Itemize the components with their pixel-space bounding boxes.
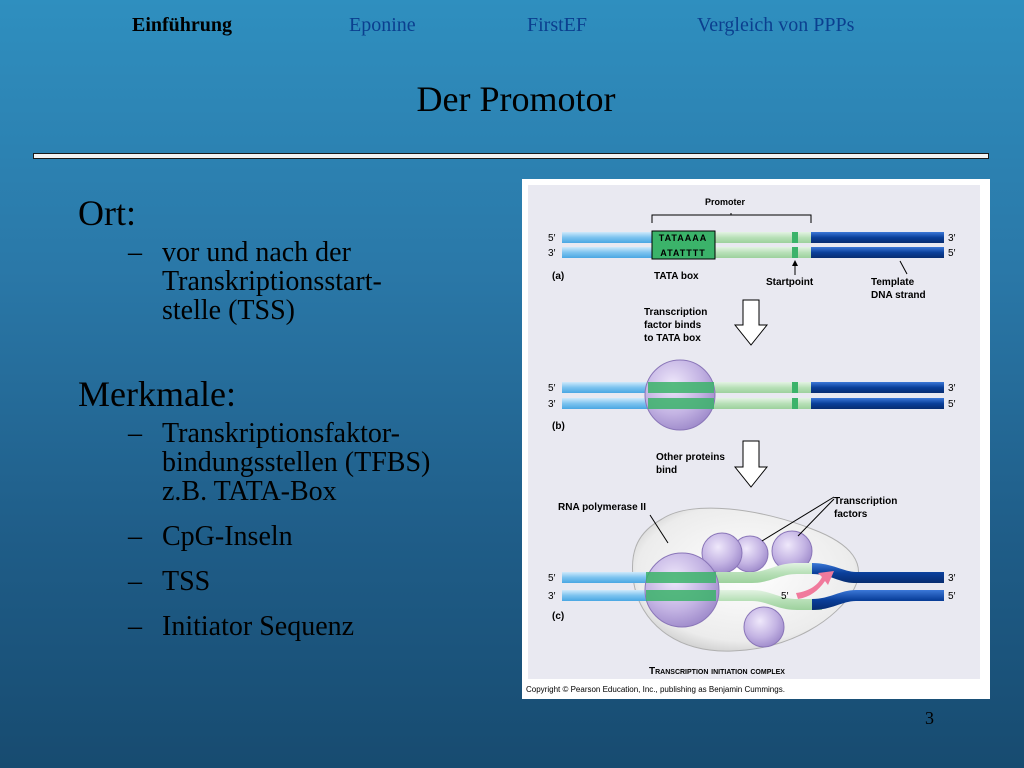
bullet-dash: – bbox=[128, 521, 142, 552]
transcription-factor-protein bbox=[743, 606, 785, 648]
nav-item-einfuehrung[interactable]: Einführung bbox=[132, 14, 233, 36]
down-arrow-icon bbox=[733, 299, 769, 346]
list-item: – Initiator Sequenz bbox=[78, 612, 518, 641]
other-proteins-line2: bind bbox=[656, 465, 677, 476]
list-item: – CpG-Inseln bbox=[78, 522, 518, 551]
five-prime-label: 5′ bbox=[548, 233, 556, 244]
dna-strand-bottom-a bbox=[562, 247, 944, 258]
nav-item-firstef[interactable]: FirstEF bbox=[527, 14, 588, 36]
slide-content: Ort: – vor und nach der Transkriptionsst… bbox=[78, 192, 518, 641]
list-item-text: Initiator Sequenz bbox=[162, 611, 355, 642]
three-prime-label: 3′ bbox=[548, 248, 556, 259]
five-prime-label: 5′ bbox=[548, 573, 556, 584]
rna-transcript bbox=[796, 571, 834, 599]
title-divider bbox=[33, 153, 989, 159]
three-prime-label: 3′ bbox=[548, 399, 556, 410]
panel-label-c: (c) bbox=[552, 611, 564, 622]
promoter-figure: Promoter TATAAAA ATATTTT 5′ 3′ 3′ 5′ (a)… bbox=[522, 179, 990, 699]
five-prime-label: 5′ bbox=[948, 591, 956, 602]
complex-label: Transcription initiation complex bbox=[649, 666, 785, 677]
five-prime-label: 5′ bbox=[548, 383, 556, 394]
three-prime-label: 3′ bbox=[948, 573, 956, 584]
dna-strand-top-a bbox=[562, 232, 944, 243]
slide-title: Der Promotor bbox=[416, 79, 616, 119]
down-arrow-icon bbox=[733, 440, 769, 488]
list-item-line: z.B. TATA-Box bbox=[162, 476, 337, 507]
bullet-dash: – bbox=[128, 611, 142, 642]
bullet-dash: – bbox=[128, 237, 142, 268]
rna-five-prime-label: 5′ bbox=[781, 591, 789, 602]
list-item-line: stelle (TSS) bbox=[162, 295, 295, 326]
five-prime-label: 5′ bbox=[948, 248, 956, 259]
top-navigation: Einführung Eponine FirstEF Vergleich von… bbox=[0, 14, 1024, 44]
list-item-line: Transkriptionsfaktor- bbox=[162, 418, 400, 449]
list-item-line: vor und nach der bbox=[162, 237, 351, 268]
five-prime-label: 5′ bbox=[948, 399, 956, 410]
panel-label-a: (a) bbox=[552, 271, 564, 282]
startpoint-label: Startpoint bbox=[766, 277, 814, 288]
section-heading-merkmale: Merkmale: bbox=[78, 374, 236, 414]
bullet-dash: – bbox=[128, 566, 142, 597]
other-proteins-line1: Other proteins bbox=[656, 452, 725, 463]
panel-label-b: (b) bbox=[552, 421, 565, 432]
tf-binds-line1: Transcription bbox=[644, 307, 707, 318]
copyright-notice: Copyright © Pearson Education, Inc., pub… bbox=[526, 685, 785, 694]
list-item: – Transkriptionsfaktor- bindungsstellen … bbox=[78, 419, 518, 506]
transcription-factors-line2: factors bbox=[834, 509, 868, 520]
three-prime-label: 3′ bbox=[948, 383, 956, 394]
tata-sequence-top: TATAAAA bbox=[659, 233, 708, 243]
bullet-dash: – bbox=[128, 418, 142, 449]
section-heading-ort: Ort: bbox=[78, 193, 136, 233]
three-prime-label: 3′ bbox=[948, 233, 956, 244]
list-item-text: TSS bbox=[162, 566, 211, 597]
rna-polymerase-label: RNA polymerase II bbox=[558, 502, 646, 513]
tata-sequence-bottom: ATATTTT bbox=[660, 248, 705, 258]
tf-binds-line2: factor binds bbox=[644, 320, 702, 331]
nav-item-vergleich-ppps[interactable]: Vergleich von PPPs bbox=[697, 14, 855, 36]
transcription-factors-line1: Transcription bbox=[834, 496, 897, 507]
three-prime-label: 3′ bbox=[548, 591, 556, 602]
list-item: – TSS bbox=[78, 567, 518, 596]
list-item-line: bindungsstellen (TFBS) bbox=[162, 447, 431, 478]
tata-box-label: TATA box bbox=[654, 271, 699, 282]
tata-binding-protein bbox=[644, 359, 716, 431]
template-label-line1: Template bbox=[871, 277, 915, 288]
page-number: 3 bbox=[925, 708, 934, 728]
nav-item-eponine[interactable]: Eponine bbox=[349, 14, 416, 36]
list-item: – vor und nach der Transkriptionsstart- … bbox=[78, 238, 518, 325]
dna-strand-bottom-b bbox=[562, 398, 944, 409]
promoter-label: Promoter bbox=[705, 197, 746, 207]
list-item-text: CpG-Inseln bbox=[162, 521, 293, 552]
dna-strand-top-b bbox=[562, 382, 944, 393]
tf-binds-line3: to TATA box bbox=[644, 333, 701, 344]
list-item-line: Transkriptionsstart- bbox=[162, 266, 382, 297]
template-label-line2: DNA strand bbox=[871, 290, 926, 301]
